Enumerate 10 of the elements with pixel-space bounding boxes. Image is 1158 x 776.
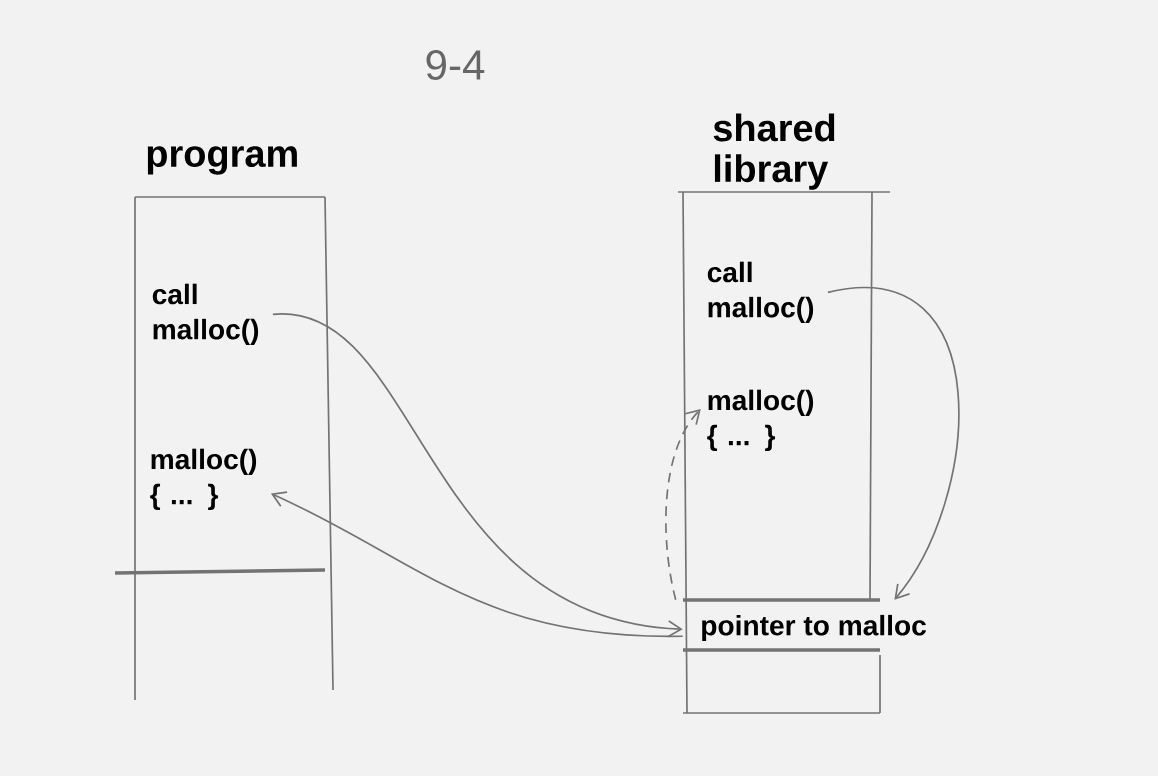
handwritten-label: 9-4 — [426, 50, 485, 80]
code-text: call malloc() — [152, 283, 259, 346]
arrow — [665, 409, 701, 601]
pointer-band: pointer to malloc — [683, 598, 926, 652]
arrow — [827, 286, 960, 600]
code-text: malloc() { ... } — [707, 389, 814, 452]
arrow — [270, 491, 684, 638]
arrow — [272, 313, 683, 638]
code-text: malloc() { ... } — [150, 448, 257, 511]
code-text: call malloc() — [707, 261, 814, 324]
